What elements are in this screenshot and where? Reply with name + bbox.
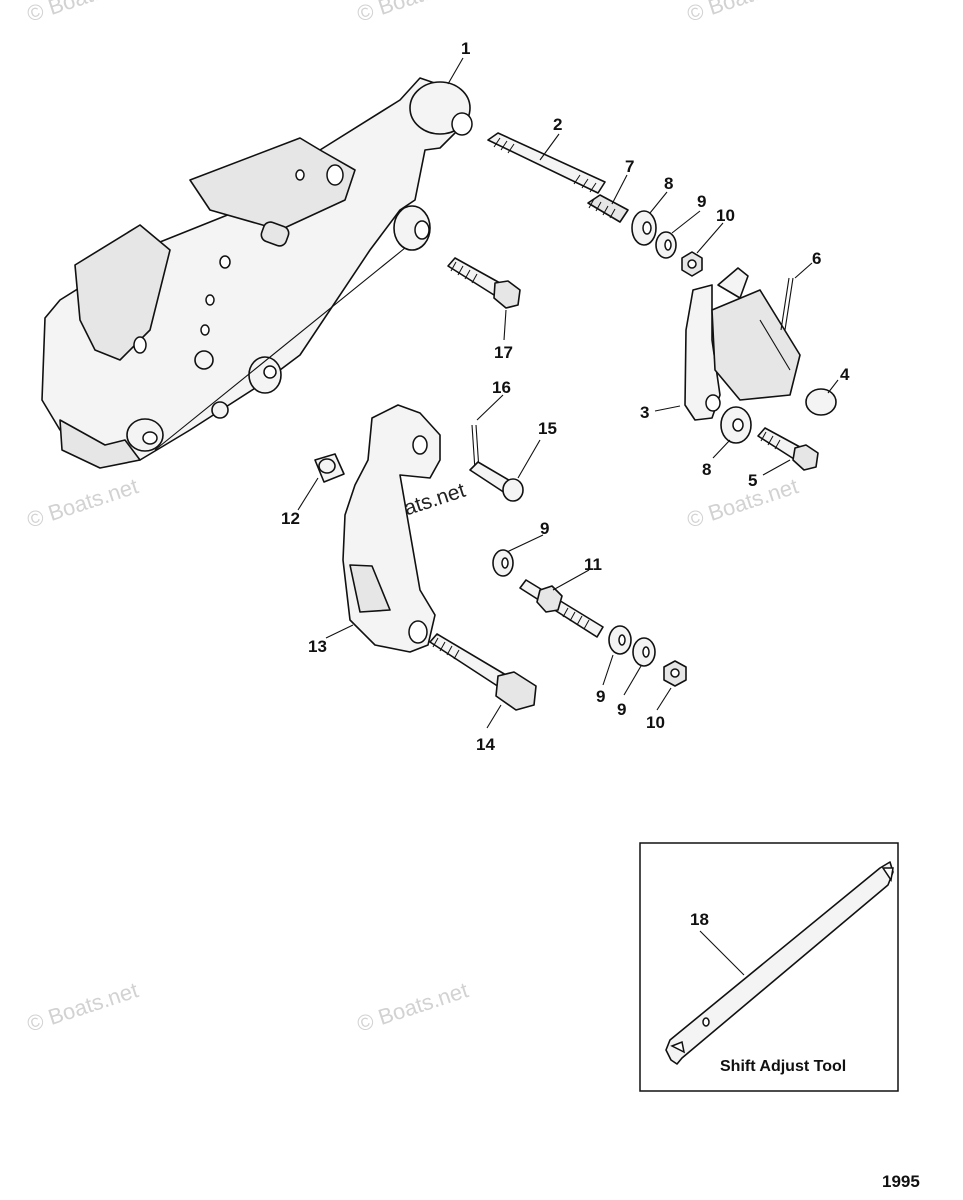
washer-part-9-lower-a xyxy=(608,625,632,655)
bolt-part-5 xyxy=(757,427,819,471)
nut-part-10-upper xyxy=(681,251,703,277)
inset-shift-adjust-tool: 18 Shift Adjust Tool xyxy=(639,842,899,1092)
callout-2: 2 xyxy=(553,115,562,134)
callout-7: 7 xyxy=(625,157,634,176)
callout-15: 15 xyxy=(538,419,557,438)
bolt-part-14 xyxy=(429,633,537,711)
bracket-part-1 xyxy=(41,77,473,469)
callout-9-lower-a: 9 xyxy=(596,687,605,706)
spring-part-7 xyxy=(587,194,629,223)
washer-part-8-upper xyxy=(631,210,657,246)
diagram-code: 1995 xyxy=(882,1172,920,1191)
callout-18: 18 xyxy=(690,910,709,929)
callout-9-lower-b: 9 xyxy=(617,700,626,719)
watermark: © Boats.net xyxy=(684,473,801,532)
callout-9-upper: 9 xyxy=(697,192,706,211)
callout-9-middle: 9 xyxy=(540,519,549,538)
callout-12: 12 xyxy=(281,509,300,528)
tool-part-18 xyxy=(665,861,894,1065)
callout-14: 14 xyxy=(476,735,495,754)
leader-lines xyxy=(297,57,839,729)
callout-4: 4 xyxy=(840,365,850,384)
nut-part-10-lower xyxy=(663,660,687,687)
lever-part-3 xyxy=(684,267,801,421)
watermark: © Boats.net xyxy=(24,977,141,1036)
callouts: 1 2 7 8 9 10 6 17 16 4 3 15 8 5 12 9 11 … xyxy=(281,39,850,754)
callout-8-upper: 8 xyxy=(664,174,673,193)
callout-11: 11 xyxy=(584,555,602,574)
callout-10-upper: 10 xyxy=(716,206,735,225)
callout-8-lower: 8 xyxy=(702,460,711,479)
callout-1: 1 xyxy=(461,39,470,58)
callout-17: 17 xyxy=(494,343,513,362)
callout-13: 13 xyxy=(308,637,327,656)
washer-part-9-lower-b xyxy=(632,637,656,667)
plate-part-12 xyxy=(314,453,345,483)
watermark: © Boats.net xyxy=(24,473,141,532)
watermark: © Boats.net xyxy=(354,0,471,27)
cap-part-4 xyxy=(805,388,837,416)
callout-5: 5 xyxy=(748,471,757,490)
stud-part-11 xyxy=(519,579,604,638)
washer-part-9-upper xyxy=(655,231,677,259)
stud-part-2 xyxy=(487,132,606,194)
pin-part-15 xyxy=(469,461,524,502)
callout-10-lower: 10 xyxy=(646,713,665,732)
pin-part-6 xyxy=(780,277,794,331)
watermark: © Boats.net xyxy=(684,0,801,27)
washer-part-9-middle xyxy=(492,549,514,577)
callout-16: 16 xyxy=(492,378,511,397)
inset-title: Shift Adjust Tool xyxy=(720,1058,846,1075)
watermark: © Boats.net xyxy=(354,977,471,1036)
bolt-part-17 xyxy=(447,257,521,309)
watermark: © Boats.net xyxy=(24,0,141,27)
callout-6: 6 xyxy=(812,249,821,268)
washer-part-8-lower xyxy=(720,406,752,444)
link-part-13 xyxy=(342,404,441,653)
callout-3: 3 xyxy=(640,403,649,422)
